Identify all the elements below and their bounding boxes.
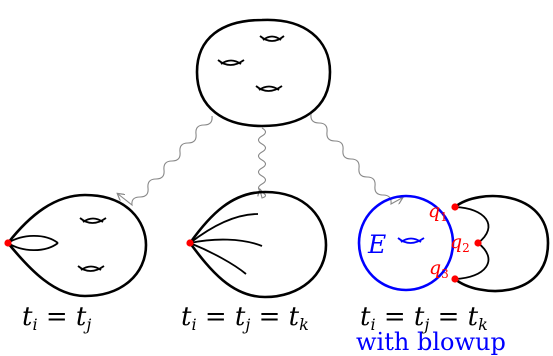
middle-caption: ti = tj = tk — [181, 302, 309, 334]
middle-triple-branches — [189, 213, 263, 275]
left-handle-1 — [79, 217, 107, 224]
right-branches — [454, 206, 490, 280]
top-handle-1 — [259, 35, 285, 42]
left-node-point — [4, 239, 12, 247]
blowup-subcaption: with blowup — [356, 328, 506, 356]
top-handle-3 — [255, 85, 283, 92]
q3-label: q3 — [429, 257, 449, 281]
q2-point — [474, 239, 482, 247]
exceptional-handle — [397, 237, 425, 244]
left-pinched-loop — [7, 234, 59, 252]
right-surface — [357, 194, 550, 293]
q3-point — [451, 275, 459, 283]
exceptional-divisor-label: E — [368, 230, 387, 259]
left-handle-2 — [77, 265, 105, 272]
middle-node-point — [186, 239, 194, 247]
top-surface-outline — [195, 18, 332, 128]
q2-label: q2 — [450, 231, 470, 255]
q1-label: q1 — [428, 200, 448, 224]
arrow-to-right — [310, 113, 402, 205]
left-caption: ti = tj — [22, 302, 92, 334]
arrow-to-middle — [259, 127, 267, 199]
middle-surface — [186, 190, 328, 299]
top-surface — [195, 18, 332, 128]
arrow-to-left — [118, 115, 213, 207]
top-handle-2 — [217, 59, 245, 66]
exceptional-divisor-outline — [357, 194, 455, 292]
left-surface — [4, 193, 148, 298]
right-component-outline — [454, 194, 550, 293]
left-surface-outline — [6, 193, 148, 298]
middle-surface-outline — [188, 190, 328, 299]
right-caption: ti = tj = tk — [360, 302, 488, 334]
degeneration-arrows — [118, 113, 402, 207]
q1-point — [451, 203, 459, 211]
